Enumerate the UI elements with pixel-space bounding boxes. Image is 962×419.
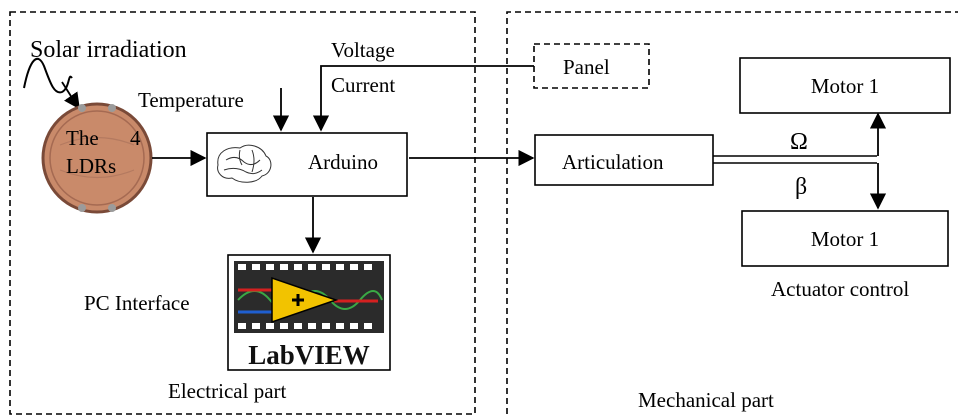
ldr-label-ldrs: LDRs [66,154,117,178]
omega-label: Ω [790,129,808,155]
motor-bottom-label: Motor 1 [810,227,880,251]
solar-irradiation-label: Solar irradiation [30,37,187,63]
articulation-label: Articulation [562,150,664,174]
beta-label: β [795,174,808,200]
panel-label: Panel [563,55,610,79]
labview-logo: LabVIEW [227,254,391,371]
electrical-part-frame [9,11,476,415]
voltage-label: Voltage [331,38,395,62]
electrical-part-label: Electrical part [168,379,287,403]
panel-box [533,43,650,89]
motor-bottom-box [741,210,949,267]
motor-top-label: Motor 1 [810,74,880,98]
temperature-label: Temperature [138,88,244,112]
pc-interface-label: PC Interface [84,291,190,315]
arduino-box [206,132,408,197]
articulation-box [534,134,714,186]
irradiation-wave-icon [23,57,73,94]
actuator-control-label: Actuator control [771,277,910,301]
ldr-label-the: The [66,126,99,150]
current-label: Current [331,73,396,97]
ldr-label-count: 4 [130,126,141,150]
irradiation-arrow [61,81,80,110]
brain-icon [217,144,272,183]
motor-top-box [739,57,951,114]
arduino-label: Arduino [308,150,378,174]
mechanical-part-label: Mechanical part [638,388,774,412]
mechanical-part-frame [506,11,958,414]
ldr-sensor-icon [41,102,153,214]
labview-logo-text: LabVIEW [248,340,370,370]
